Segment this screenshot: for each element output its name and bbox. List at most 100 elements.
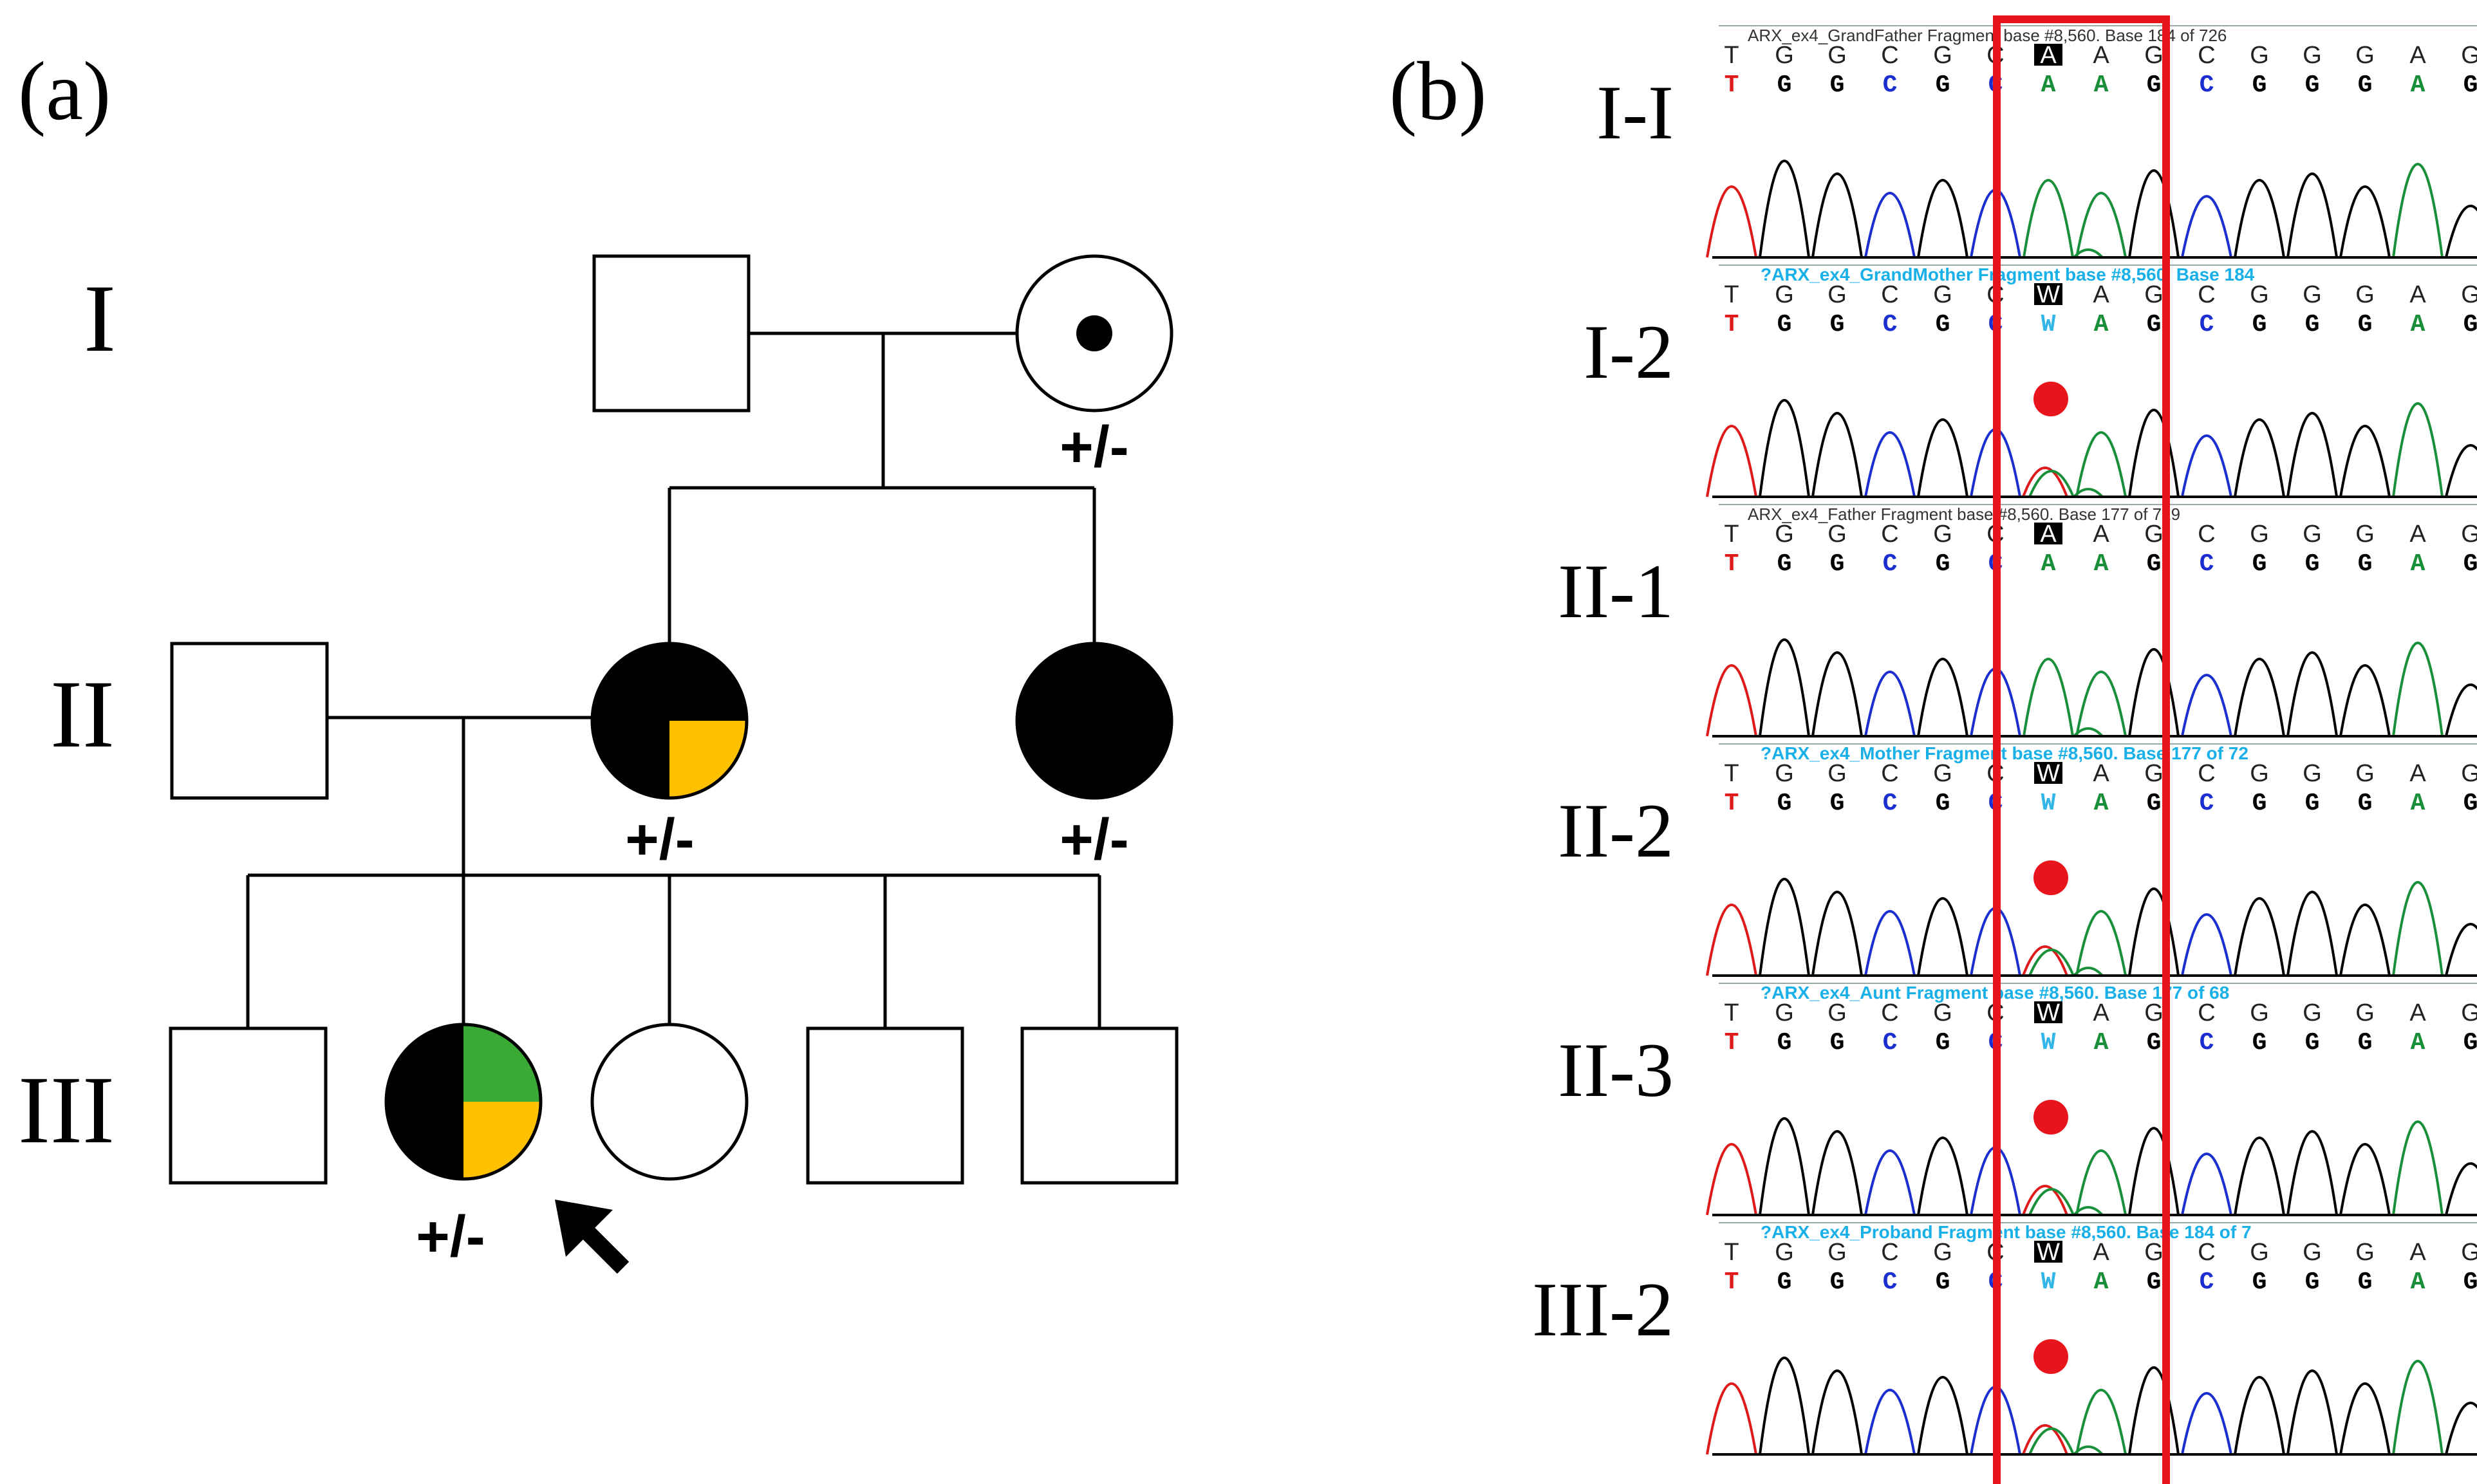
called-base: G <box>1830 550 1845 578</box>
reference-base: G <box>1933 281 1952 308</box>
called-base: G <box>1777 550 1792 578</box>
pedigree-lines <box>246 331 1101 1028</box>
called-base: G <box>2147 311 2162 339</box>
called-base: G <box>1936 790 1950 817</box>
trace-peak-t <box>2022 1185 2068 1216</box>
reference-base: A <box>2409 42 2426 69</box>
trace-peak <box>2339 664 2391 737</box>
called-base: T <box>1725 550 1739 578</box>
highlighted-base-cell <box>2034 44 2062 66</box>
trace-peak <box>1864 192 1916 258</box>
trace-peak <box>2445 444 2477 497</box>
called-base: C <box>1883 311 1898 339</box>
reference-base: A <box>2409 999 2426 1026</box>
genotype-label-iii2: +/- <box>416 1205 485 1269</box>
trace-peak <box>1706 425 1757 497</box>
chromatogram-rows: I-I ARX_ex4_GrandFather Fragment base #8,… <box>1532 25 2477 1456</box>
reference-base: G <box>1933 521 1952 548</box>
reference-base: A <box>2093 760 2109 787</box>
called-base: G <box>1936 1268 1950 1296</box>
trace-shoulder <box>2073 1445 2104 1456</box>
called-base: W <box>2041 1029 2056 1057</box>
chromatogram-sample-label: I-I <box>1596 70 1674 155</box>
reference-base: T <box>1724 760 1739 787</box>
called-base: A <box>2411 311 2426 339</box>
trace-peak <box>2128 169 2180 258</box>
called-base: A <box>2094 550 2109 578</box>
reference-base: C <box>2198 521 2215 548</box>
reference-base: G <box>2355 42 2375 69</box>
called-base: G <box>2463 311 2477 339</box>
called-base: A <box>2411 790 2426 817</box>
chromatogram-header: ARX_ex4_GrandFather Fragment base #8,560… <box>1748 26 2227 45</box>
trace-peak <box>2128 887 2180 976</box>
reference-base: C <box>2198 1239 2215 1266</box>
mutation-dot-icon <box>2033 1339 2068 1374</box>
called-base: G <box>2358 1268 2373 1296</box>
reference-base: G <box>1827 42 1847 69</box>
trace-peak <box>2286 891 2338 976</box>
called-base: A <box>2094 790 2109 817</box>
chromatogram-row-i-2: I-2?ARX_ex4_GrandMother Fragment base #8… <box>1584 264 2477 498</box>
highlighted-base-cell <box>2034 523 2062 544</box>
trace-peak <box>2339 1143 2391 1216</box>
reference-base: G <box>2303 760 2322 787</box>
trace-peak <box>1759 638 1810 737</box>
trace-peak-t <box>2022 1424 2068 1455</box>
mutation-dot-icon <box>2033 860 2068 895</box>
reference-base: T <box>1724 1239 1739 1266</box>
reference-base: G <box>2461 42 2477 69</box>
chromatogram-row-ii-3: II-3?ARX_ex4_Aunt Fragment base #8,560. … <box>1558 983 2477 1216</box>
trace-peak <box>1759 160 1810 258</box>
mutation-dot-icon <box>2033 382 2068 416</box>
trace-peak <box>2128 1366 2180 1455</box>
called-base: G <box>1777 71 1792 99</box>
called-base: C <box>1883 1029 1898 1057</box>
trace-peak <box>1864 910 1916 976</box>
chromatogram-header: ?ARX_ex4_GrandMother Fragment base #8,56… <box>1761 264 2255 284</box>
called-base: G <box>2463 71 2477 99</box>
chromatogram-panel: (b) I-I ARX_ex4_GrandFather Fragment base… <box>1389 15 2477 1484</box>
called-base: G <box>2252 1268 2267 1296</box>
called-base: G <box>1830 71 1845 99</box>
called-base: G <box>2358 1029 2373 1057</box>
reference-base: G <box>1933 1239 1952 1266</box>
called-base: T <box>1725 1029 1739 1057</box>
called-base: G <box>1936 311 1950 339</box>
reference-base: C <box>2198 999 2215 1026</box>
trace-shoulder <box>2073 967 2104 977</box>
called-base: G <box>2252 1029 2267 1057</box>
reference-base: G <box>1827 521 1847 548</box>
reference-base: G <box>2303 999 2322 1026</box>
called-base: G <box>2463 790 2477 817</box>
trace-peak <box>2392 881 2444 976</box>
reference-base: G <box>2144 42 2164 69</box>
individual-ii2-female <box>590 642 749 800</box>
reference-base: G <box>2144 760 2164 787</box>
panel-label-b: (b) <box>1389 45 1487 138</box>
trace-peak <box>2392 1360 2444 1455</box>
called-base: A <box>2094 1268 2109 1296</box>
called-base: T <box>1725 1268 1739 1296</box>
trace-peak <box>2339 904 2391 976</box>
trace-peak <box>2023 658 2074 737</box>
trace-peak <box>1811 891 1863 976</box>
trace-peak <box>2075 192 2127 258</box>
trace-peak <box>2075 1149 2127 1216</box>
individual-iii2-female-proband <box>384 1023 543 1181</box>
reference-base: G <box>2303 1239 2322 1266</box>
carrier-dot-icon <box>1076 315 1112 351</box>
highlighted-base-cell <box>2034 283 2062 305</box>
reference-base: A <box>2409 281 2426 308</box>
called-base: A <box>2411 71 2426 99</box>
called-base: C <box>1883 790 1898 817</box>
reference-base: A <box>2093 521 2109 548</box>
trace-peak <box>2181 434 2232 497</box>
reference-base: A <box>2093 999 2109 1026</box>
trace-peak <box>1917 897 1968 976</box>
highlighted-base-cell <box>2034 1241 2062 1263</box>
trace-peak <box>1706 185 1757 258</box>
reference-base: G <box>2461 521 2477 548</box>
trace-peak <box>1864 671 1916 737</box>
